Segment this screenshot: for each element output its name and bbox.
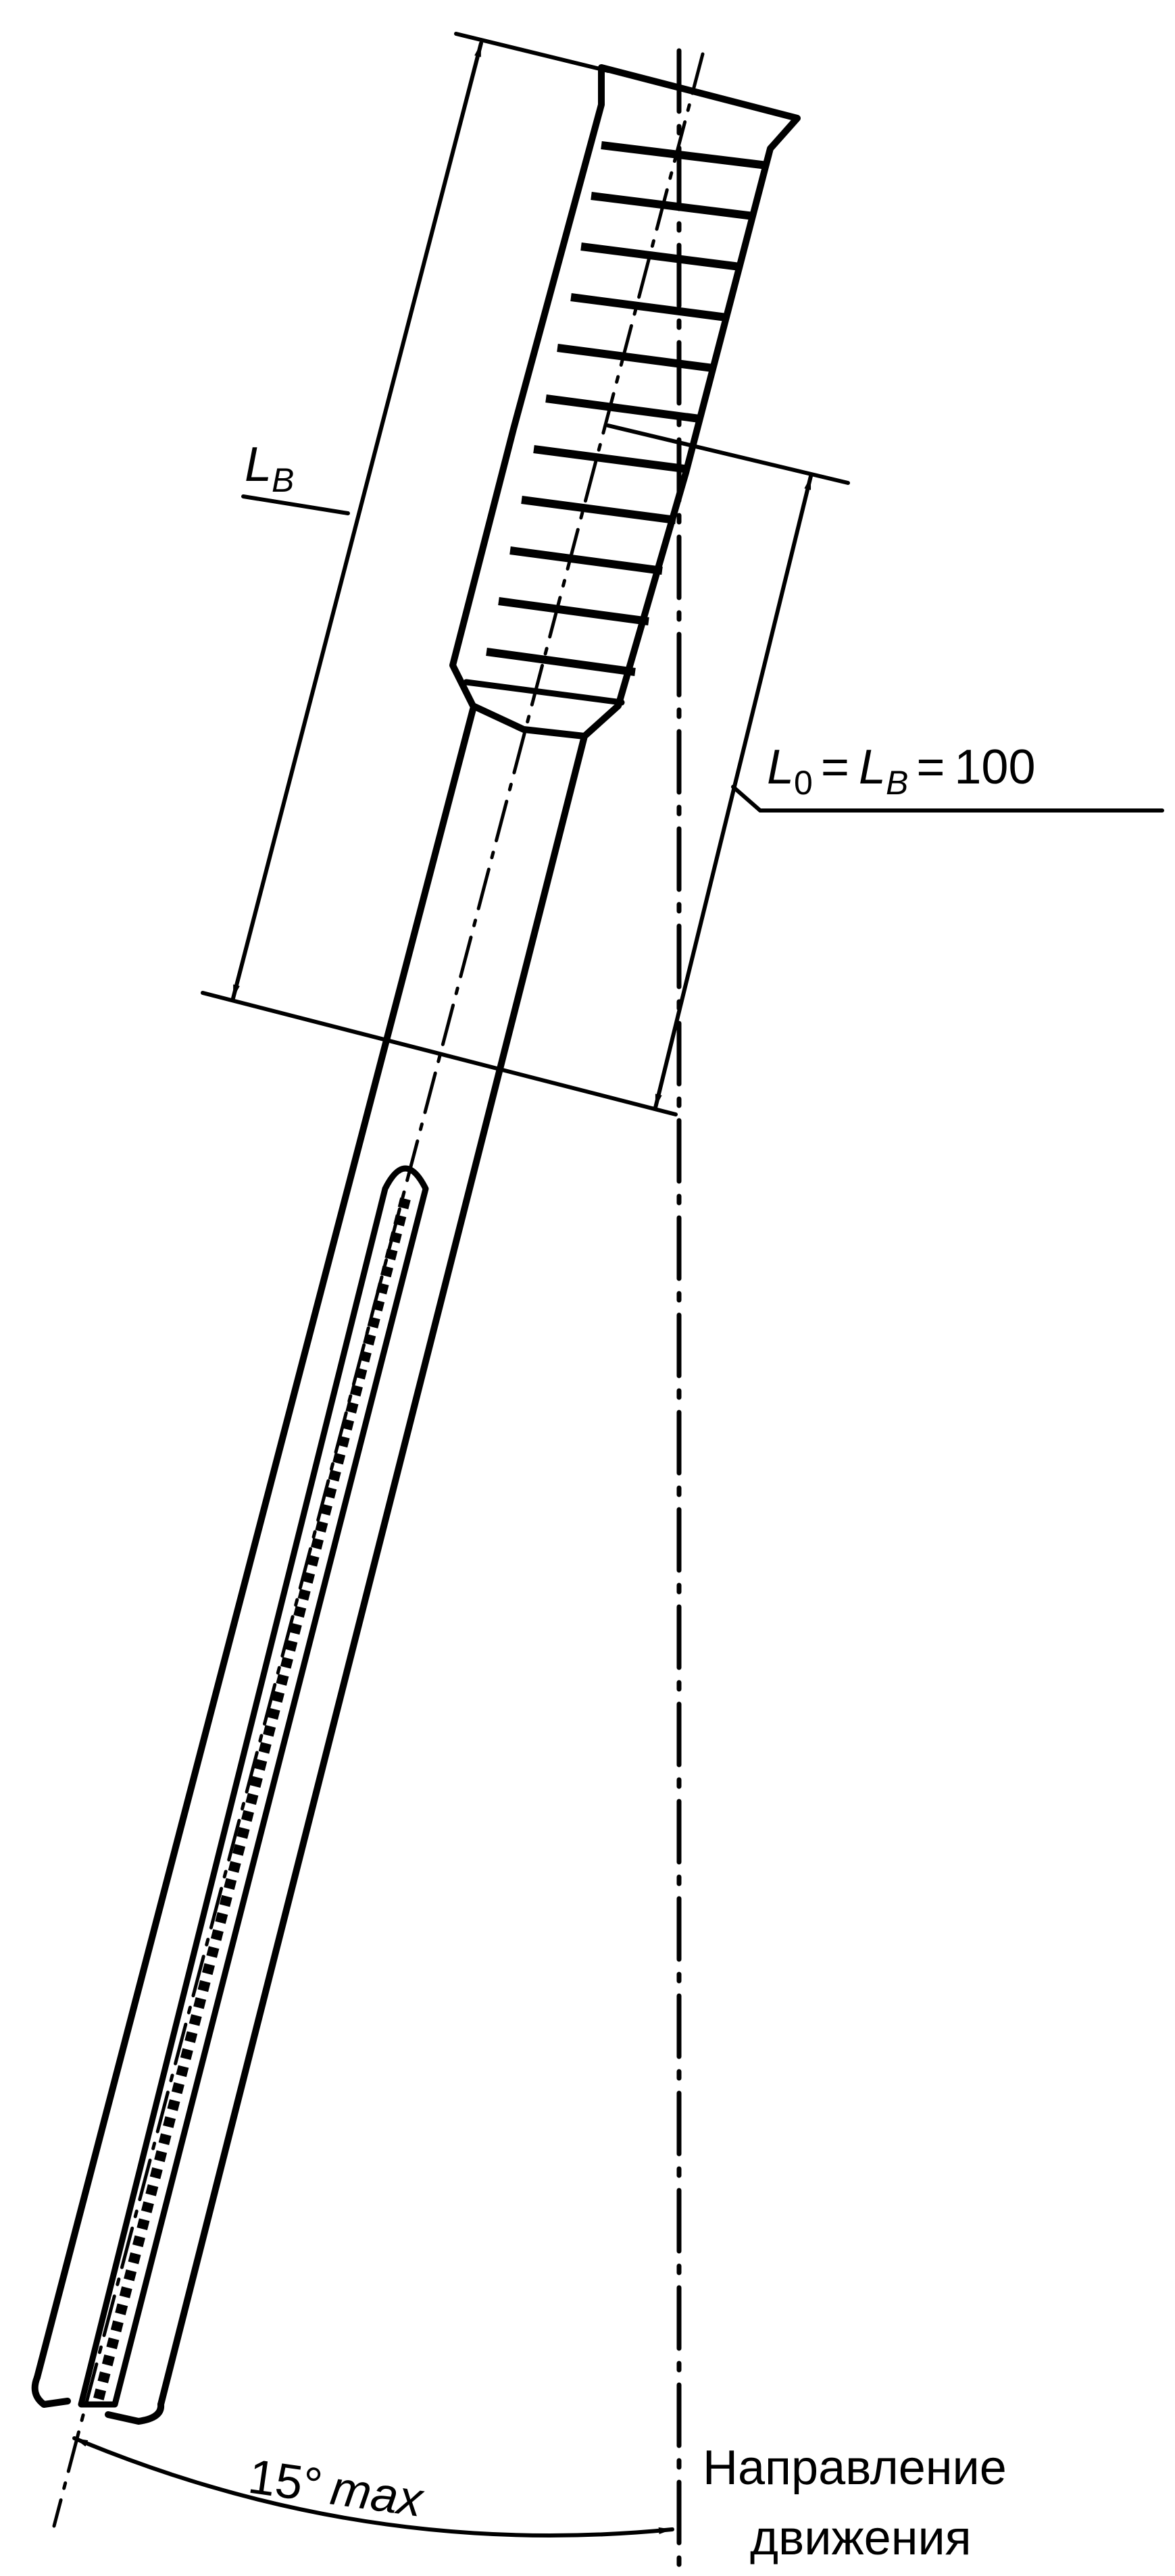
liquid-column [78,1165,429,2408]
thermometer-stem [31,706,588,2425]
label-l0-equation: L0=LB=100 [767,740,1036,802]
leader-lb [241,494,350,515]
dimension-lb [201,32,678,1116]
leader-l0 [731,785,762,813]
label-angle: 15°max [245,2450,428,2528]
extension-line-mid [606,423,850,485]
label-direction-line1: Направление [703,2441,1007,2495]
angle-dimension [72,2436,674,2538]
label-lb: LB [245,438,294,499]
dimension-line-lb [231,41,483,1000]
thread-lines [486,141,768,676]
extension-line-top [454,32,610,73]
dimension-l0 [606,423,1164,1110]
extension-line-bottom [201,991,678,1116]
thermometer-head [449,64,801,740]
dimension-line-l0 [653,474,813,1110]
angle-arc [72,2436,674,2538]
label-direction-line2: движения [750,2511,972,2565]
